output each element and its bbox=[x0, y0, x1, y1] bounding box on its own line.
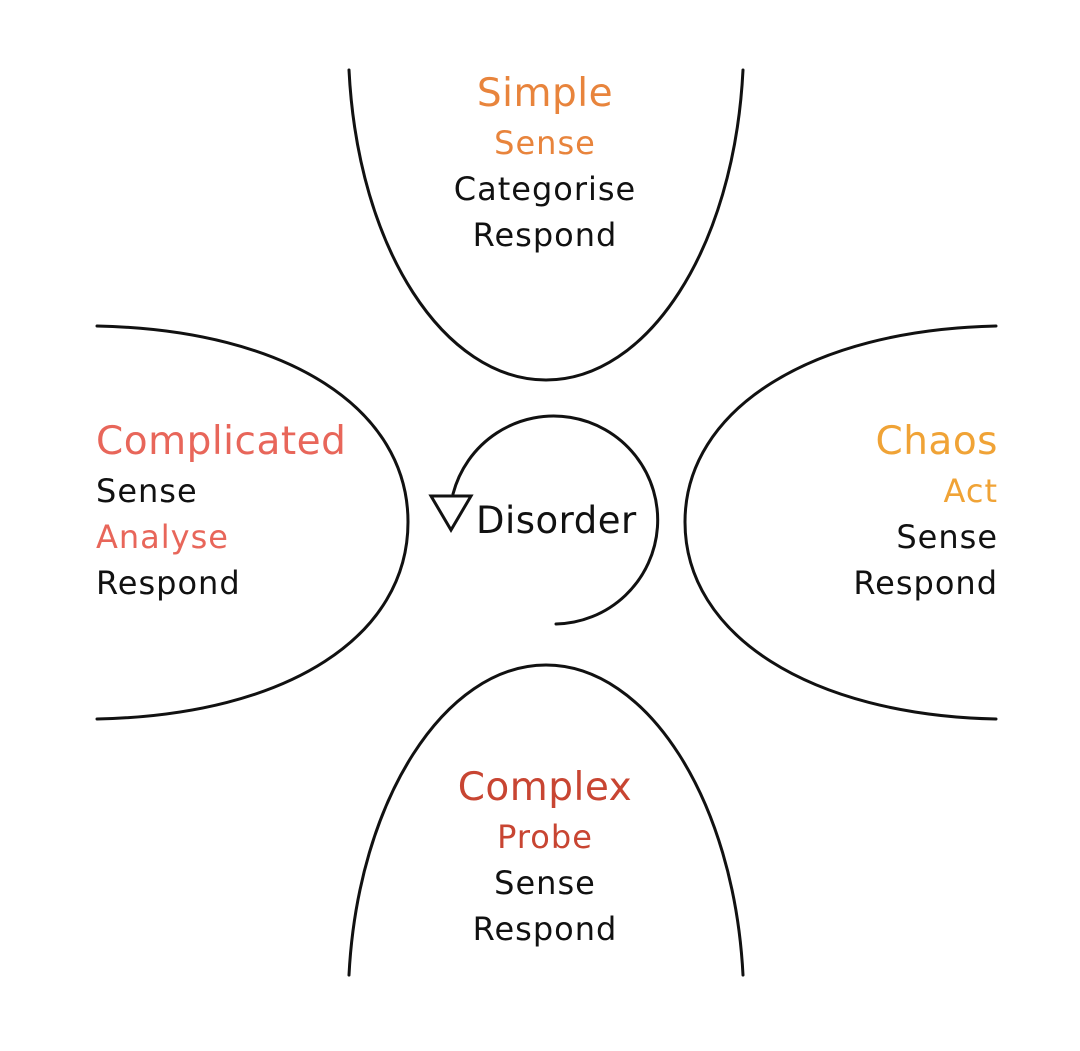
domain-complex-step-2: Sense bbox=[494, 864, 596, 902]
domain-complicated-step-1: Sense bbox=[96, 472, 198, 510]
domain-chaos: Chaos Act Sense Respond bbox=[700, 416, 998, 606]
domain-complicated-title: Complicated bbox=[96, 419, 347, 464]
domain-complicated: Complicated Sense Analyse Respond bbox=[96, 416, 396, 606]
complicated-boundary-curve bbox=[95, 324, 410, 721]
domain-complex-step-3: Respond bbox=[472, 910, 618, 948]
domain-complicated-step-3: Respond bbox=[96, 564, 241, 602]
domain-simple: Simple Sense Categorise Respond bbox=[390, 68, 700, 258]
domain-complicated-step-2: Analyse bbox=[96, 518, 229, 556]
complex-boundary-curve bbox=[347, 663, 745, 977]
domain-complex-step-1: Probe bbox=[497, 818, 593, 856]
domain-complex: Complex Probe Sense Respond bbox=[390, 762, 700, 952]
disorder-label: Disorder bbox=[476, 499, 637, 542]
simple-boundary-curve bbox=[347, 68, 745, 382]
triangle-arrow-icon bbox=[428, 494, 474, 533]
domain-chaos-step-3: Respond bbox=[853, 564, 998, 602]
domain-chaos-title: Chaos bbox=[875, 419, 998, 464]
domain-simple-step-1: Sense bbox=[494, 124, 596, 162]
domain-complex-title: Complex bbox=[457, 765, 633, 810]
domain-chaos-step-2: Sense bbox=[896, 518, 998, 556]
domain-simple-step-2: Categorise bbox=[453, 170, 637, 208]
chaos-boundary-curve bbox=[683, 324, 998, 721]
disorder-arc bbox=[451, 414, 660, 626]
domain-simple-title: Simple bbox=[476, 71, 614, 116]
domain-chaos-step-1: Act bbox=[943, 472, 998, 510]
domain-simple-step-3: Respond bbox=[472, 216, 618, 254]
